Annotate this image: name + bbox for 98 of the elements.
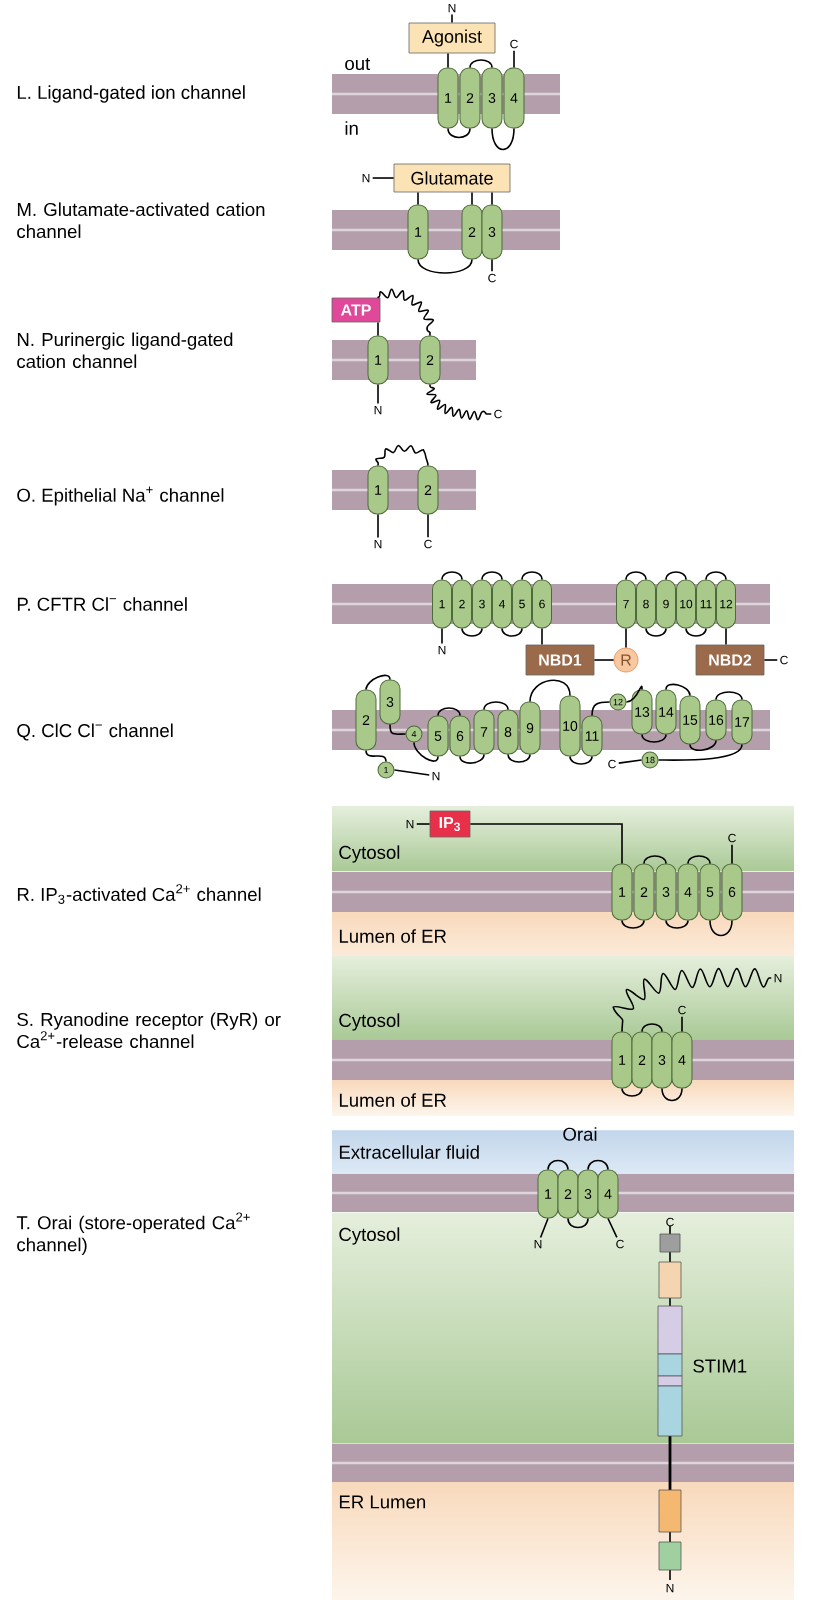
chain-segment bbox=[625, 685, 643, 703]
chain-segment bbox=[426, 383, 493, 421]
chain-segment bbox=[665, 919, 689, 929]
domain-box: NBD1 bbox=[525, 644, 595, 676]
chain-segment bbox=[567, 1217, 589, 1229]
chain-segment bbox=[725, 627, 727, 646]
chain-segment bbox=[681, 1015, 683, 1033]
chain-segment bbox=[441, 571, 463, 581]
chain-segment bbox=[491, 127, 515, 151]
chain-segment bbox=[641, 1023, 663, 1033]
chain-segment bbox=[685, 627, 707, 637]
panel-title: M. Glutamate-activated cation channel bbox=[17, 202, 265, 239]
domain-box: IP$_{3}$ bbox=[429, 810, 471, 838]
chain-segment bbox=[377, 321, 379, 337]
region-label: ER Lumen bbox=[339, 1495, 426, 1509]
chain-segment bbox=[657, 743, 743, 761]
chain-segment bbox=[643, 855, 667, 865]
protein-label: STIM1 bbox=[693, 1359, 747, 1373]
chain-segment bbox=[621, 1087, 643, 1097]
chain-segment bbox=[661, 1087, 683, 1102]
chain-segment bbox=[625, 627, 627, 649]
chain-segment bbox=[621, 919, 645, 929]
chain-segment bbox=[665, 571, 687, 581]
chain-segment bbox=[365, 674, 391, 691]
chain-segment bbox=[539, 1217, 549, 1239]
chain-segment bbox=[689, 739, 717, 752]
chain-segment bbox=[377, 383, 379, 405]
chain-segment bbox=[569, 755, 593, 765]
domain-box: NBD2 bbox=[695, 644, 765, 676]
chain-segment bbox=[389, 723, 407, 735]
chain-segment bbox=[587, 1159, 609, 1171]
chain-segment bbox=[393, 769, 431, 776]
protein-label: Orai bbox=[563, 1127, 597, 1141]
chain-segment bbox=[709, 919, 733, 937]
chain-segment bbox=[451, 13, 453, 24]
panel-title: N. Purinergic ligand-gated cation channel bbox=[17, 332, 233, 369]
chain-segment bbox=[641, 733, 667, 743]
chain-segment bbox=[513, 49, 515, 69]
panel-title: P. CFTR Cl$^{−}$ channel bbox=[17, 597, 187, 611]
chain-segment bbox=[471, 191, 473, 206]
chain-segment bbox=[591, 701, 611, 717]
chain-segment bbox=[461, 627, 483, 637]
domain-box: Glutamate bbox=[393, 163, 511, 193]
chain-segment bbox=[447, 127, 471, 139]
chain-segment bbox=[625, 571, 647, 581]
chain-segment bbox=[665, 683, 691, 697]
chain-segment bbox=[705, 571, 727, 581]
panel-title: L. Ligand-gated ion channel bbox=[17, 85, 245, 103]
region-label: Lumen of ER bbox=[339, 929, 447, 943]
chain-segment bbox=[617, 759, 643, 764]
chain-segment bbox=[447, 52, 449, 69]
region-label: Cytosol bbox=[339, 1013, 400, 1031]
chain-segment bbox=[593, 659, 615, 661]
chain-segment bbox=[529, 679, 571, 703]
panel-title: R. IP$_{3}$-activated Ca$^{2+}$ channel bbox=[17, 884, 261, 904]
chain-segment bbox=[375, 444, 429, 467]
chain-segment bbox=[365, 749, 387, 763]
chain-segment bbox=[376, 288, 435, 337]
chain-segment bbox=[501, 627, 523, 637]
chain-segment bbox=[469, 823, 623, 865]
domain-box: ATP bbox=[331, 297, 381, 323]
panel-title: S. Ryanodine receptor (RyR) or Ca$^{2+}$-release channel bbox=[17, 1012, 281, 1049]
chain-segment bbox=[507, 753, 531, 763]
chain-segment bbox=[441, 627, 443, 645]
chain-segment bbox=[731, 843, 733, 865]
region-label: Cytosol bbox=[339, 845, 400, 863]
chain-segment bbox=[437, 707, 461, 717]
chain-segment bbox=[481, 571, 503, 581]
chain-segment bbox=[645, 627, 667, 637]
chain-segment bbox=[687, 855, 711, 865]
region-label: Lumen of ER bbox=[339, 1093, 447, 1107]
chain-segment bbox=[459, 753, 485, 764]
chain-segment bbox=[417, 191, 419, 206]
chain-segment bbox=[612, 967, 773, 1033]
panel-title: T. Orai (store-operated Ca$^{2+}$ channel) bbox=[16, 1212, 250, 1255]
chain-segment bbox=[417, 258, 473, 274]
domain-box: Agonist bbox=[408, 22, 496, 54]
chain-segment bbox=[377, 513, 379, 539]
chain-segment bbox=[547, 1159, 569, 1171]
region-label: Cytosol bbox=[339, 1227, 400, 1245]
chain-segment bbox=[491, 258, 493, 273]
chain-segment bbox=[483, 701, 509, 711]
panel-title: Q. ClC Cl$^{−}$ channel bbox=[17, 723, 173, 741]
region-label: Extracellular fluid bbox=[339, 1145, 479, 1159]
chain-segment bbox=[541, 627, 543, 646]
chain-segment bbox=[371, 177, 395, 179]
chain-segment bbox=[415, 823, 431, 825]
chain-segment bbox=[607, 1217, 618, 1239]
panel-title: O. Epithelial Na$^{+}$ channel bbox=[17, 486, 224, 506]
chain-segment bbox=[413, 741, 439, 762]
chain-segment bbox=[763, 659, 779, 661]
region-label: in bbox=[345, 121, 358, 135]
chain-segment bbox=[491, 191, 493, 206]
chain-segment bbox=[715, 691, 743, 701]
chain-segment bbox=[521, 571, 543, 581]
region-label: out bbox=[345, 57, 371, 71]
chain-segment bbox=[469, 59, 493, 69]
chain-segment bbox=[427, 513, 429, 539]
